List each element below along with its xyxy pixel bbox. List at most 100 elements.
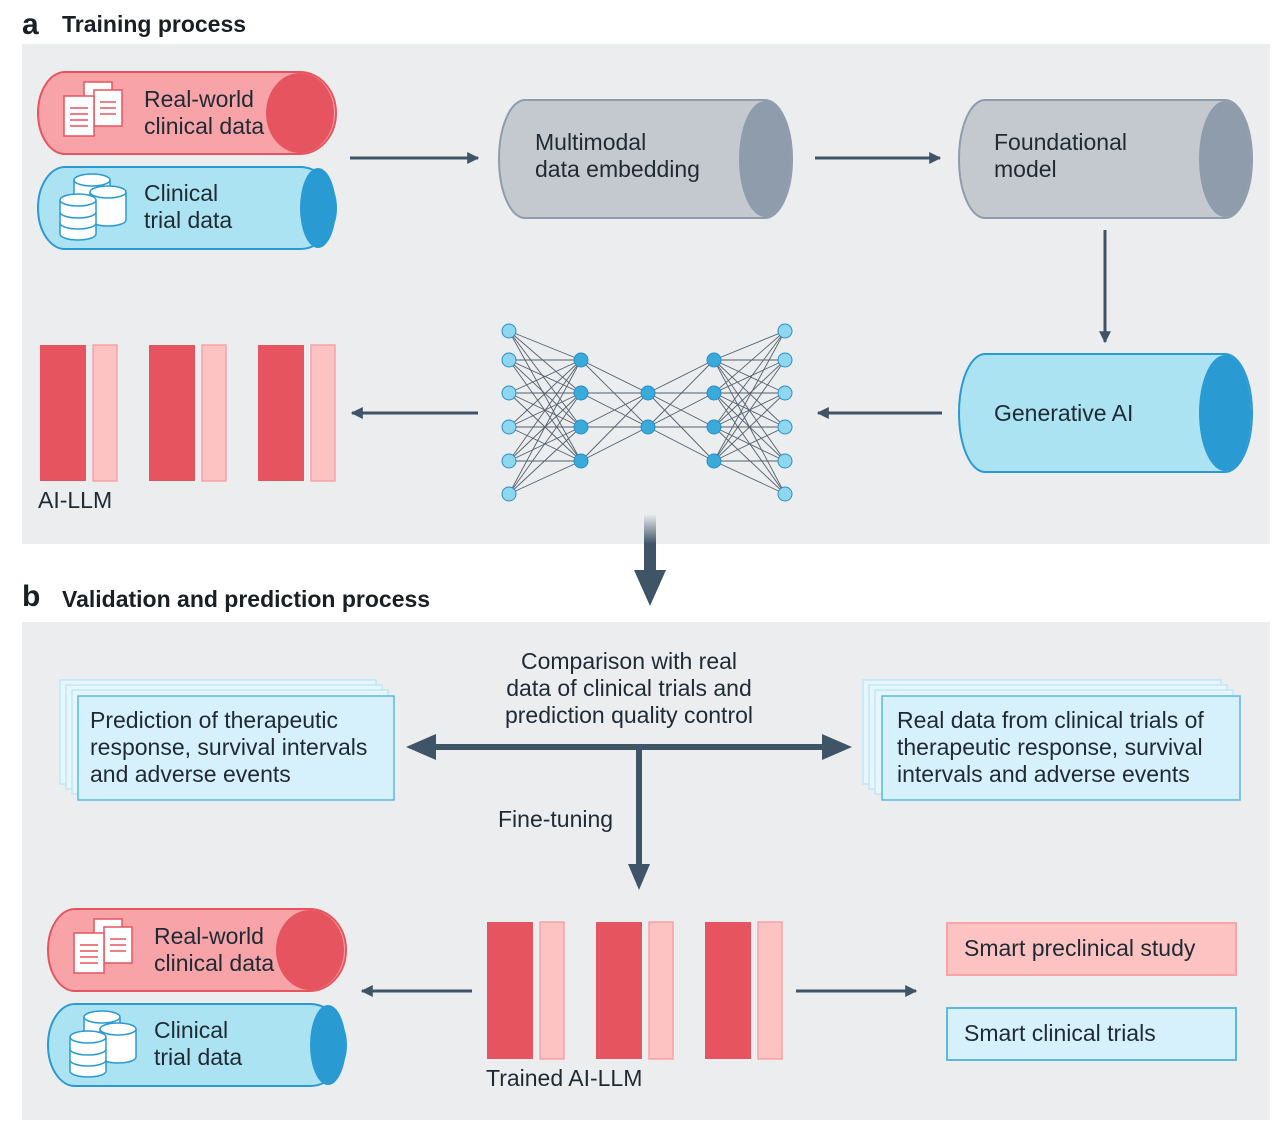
network-edge [713,359,786,428]
comparison-line1: Comparison with real [521,648,737,674]
database-icon [69,1010,137,1078]
network-edge [508,330,582,428]
llm-bar-dark [258,345,304,481]
trained-bar-light [539,921,565,1060]
network-edge [713,330,786,462]
embedding-label-line2: data embedding [535,156,700,182]
trained-bar-light [757,921,783,1060]
real-data-line3: intervals and adverse events [897,761,1190,787]
trained-ai-llm-bars [487,921,783,1060]
generative-ai-label: Generative AI [994,400,1133,426]
llm-bar-dark [40,345,86,481]
real-data-box [881,695,1241,801]
network-edge [713,330,786,361]
network-edge [508,359,582,495]
prediction-box [77,695,395,801]
network-edge [713,330,786,394]
network-node [640,419,656,435]
network-edge [508,426,582,495]
prediction-box-stack: Prediction of therapeutic response, surv… [59,679,395,801]
network-node [777,453,793,469]
clinical-trial-b-label-line2: trial data [154,1044,242,1070]
foundational-label-line1: Foundational [994,129,1127,155]
trained-ai-llm-label: Trained AI-LLM [486,1065,642,1091]
network-edge [713,426,786,462]
network-edge [647,359,715,394]
ai-llm-label: AI-LLM [38,487,112,513]
smart-clinical-trials-box: Smart clinical trials [946,1007,1237,1061]
network-edge [580,359,649,428]
network-node [573,385,589,401]
database-icon [59,173,127,241]
neural-network-graphic [501,323,793,502]
real-world-label-line1: Real-world [144,86,254,112]
arrow-panel-a-to-b [634,514,666,606]
network-node [706,352,722,368]
fine-tuning-arrow [628,747,650,890]
network-edge [508,460,582,495]
network-node [777,352,793,368]
network-edge [713,359,786,462]
network-node [501,453,517,469]
network-edge [713,359,786,394]
network-edge [580,426,649,462]
network-edge [580,359,649,394]
network-node [573,453,589,469]
trained-bar-dark [487,922,533,1059]
real-world-data-cylinder-a: Real-world clinical data [37,71,337,155]
network-node [706,385,722,401]
network-node [501,385,517,401]
prediction-line2: response, survival intervals [90,734,367,760]
network-edge [713,460,786,495]
smart-preclinical-label: Smart preclinical study [964,935,1196,961]
documents-icon [63,81,123,137]
network-edge [580,392,649,428]
smart-preclinical-box: Smart preclinical study [946,922,1237,976]
clinical-trial-data-cylinder-a: Clinical trial data [37,166,337,250]
network-edge [508,330,582,462]
llm-bar-light [92,344,118,482]
network-node [501,323,517,339]
fine-tuning-label: Fine-tuning [498,806,613,832]
panel-a-title: Training process [62,11,246,37]
real-world-b-label-line2: clinical data [154,950,274,976]
network-node [501,486,517,502]
multimodal-embedding-cylinder: Multimodal data embedding [498,99,793,219]
network-edge [508,359,582,462]
foundational-model-cylinder: Foundational model [958,99,1253,219]
network-edge [713,392,786,462]
llm-bar-dark [149,345,195,481]
trained-bar-dark [705,922,751,1059]
network-edge [647,359,715,428]
generative-ai-cylinder: Generative AI [958,353,1253,473]
network-edge [713,426,786,495]
clinical-trial-label-line1: Clinical [144,180,218,206]
network-node [573,419,589,435]
llm-bar-light [201,344,227,482]
real-data-box-stack: Real data from clinical trials of therap… [862,679,1241,801]
panel-b-letter: b [22,580,40,613]
real-data-line2: therapeutic response, survival [897,734,1203,760]
network-node [777,323,793,339]
clinical-trial-b-label-line1: Clinical [154,1017,228,1043]
foundational-label-line2: model [994,156,1057,182]
clinical-trial-data-cylinder-b: Clinical trial data [47,1003,347,1087]
network-node [706,419,722,435]
panel-b-title: Validation and prediction process [62,586,430,612]
network-edge [508,392,582,495]
network-edge [647,392,715,428]
embedding-label-line1: Multimodal [535,129,646,155]
ai-llm-bars [40,344,336,482]
documents-icon [73,918,133,974]
network-edge [508,359,582,394]
real-world-label-line2: clinical data [144,113,264,139]
llm-bar-light [310,344,336,482]
panel-a-letter: a [22,8,39,41]
network-edge [508,359,582,428]
network-edge [580,392,649,462]
clinical-trial-label-line2: trial data [144,207,232,233]
network-node [640,385,656,401]
trained-bar-light [648,921,674,1060]
trained-bar-dark [596,922,642,1059]
